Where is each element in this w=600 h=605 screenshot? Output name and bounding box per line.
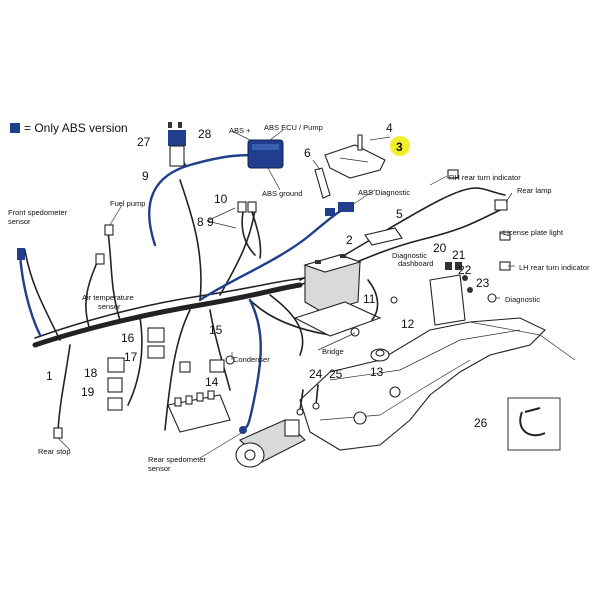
callout-16: 16 <box>121 331 135 345</box>
callout-13: 13 <box>370 365 384 379</box>
label-rear-stop: Rear stop <box>38 447 71 456</box>
label-condenser: Condenser <box>233 355 270 364</box>
screw-12 <box>390 296 398 304</box>
callout-1: 1 <box>46 369 53 383</box>
bridge-terminal <box>350 327 360 337</box>
air-temp-sensor <box>95 253 105 265</box>
ecu-bracket <box>314 134 386 199</box>
label-diag-dashboard-1: Diagnostic <box>392 251 427 260</box>
callout-4: 4 <box>386 121 393 135</box>
label-license-light: License plate light <box>503 228 564 237</box>
callout-8: 8 <box>197 215 204 229</box>
battery-tray <box>293 301 382 337</box>
fuse-box <box>167 390 231 433</box>
callout-28: 28 <box>198 127 212 141</box>
connector-10 <box>237 201 262 259</box>
callout-22: 22 <box>458 263 472 277</box>
legend-text: = Only ABS version <box>24 121 128 135</box>
callout-21: 21 <box>452 248 466 262</box>
label-diagnostic: Diagnostic <box>505 295 540 304</box>
label-front-speedo-1: Front spedometer <box>8 208 68 217</box>
leader-lines <box>57 129 515 459</box>
rear-subframe <box>299 317 576 451</box>
callout-5: 5 <box>396 207 403 221</box>
callout-14: 14 <box>205 375 219 389</box>
callout-25: 25 <box>329 367 343 381</box>
label-abs-diagnostic: ABS Diagnostic <box>358 188 410 197</box>
callout-15: 15 <box>209 323 223 337</box>
rear-connectors <box>447 169 511 303</box>
highlight-marker <box>390 136 410 156</box>
callout-19: 19 <box>81 385 95 399</box>
main-harness <box>24 179 506 431</box>
label-rh-indicator: RH rear turn indicator <box>449 173 521 182</box>
label-air-temp-2: sensor <box>98 302 121 311</box>
front-speedo-sensor <box>17 248 25 260</box>
callout-24: 24 <box>309 367 323 381</box>
abs-fuse-block <box>168 122 186 167</box>
abs-ecu-pump <box>247 139 284 169</box>
callout-9-upper: 9 <box>142 169 149 183</box>
bolts-24-25 <box>296 384 320 416</box>
label-rear-speedo-2: sensor <box>148 464 171 473</box>
callout-10: 10 <box>214 192 228 206</box>
label-abs-ground: ABS ground <box>262 189 302 198</box>
callout-11: 11 <box>363 292 376 306</box>
label-bridge: Bridge <box>322 347 344 356</box>
label-lh-indicator: LH rear turn indicator <box>519 263 590 272</box>
diagnostic-dashboard <box>429 262 473 326</box>
abs-wiring <box>18 133 347 432</box>
callout-17: 17 <box>124 350 138 364</box>
label-front-speedo-2: sensor <box>8 217 31 226</box>
callout-2: 2 <box>346 233 353 247</box>
socket-13 <box>370 348 390 362</box>
fuel-pump-connector <box>104 224 114 236</box>
callout-26: 26 <box>474 416 488 430</box>
labels: ABS + ABS ECU / Pump ABS ground ABS Diag… <box>8 123 590 473</box>
rear-speedo-sensor <box>239 426 247 434</box>
callout-18: 18 <box>84 366 98 380</box>
label-air-temp-1: Air temperature <box>82 293 134 302</box>
label-abs-ecu: ABS ECU / Pump <box>264 123 323 132</box>
label-fuel-pump: Fuel pump <box>110 199 145 208</box>
label-rear-lamp: Rear lamp <box>517 186 552 195</box>
rear-stop-switch <box>53 427 63 439</box>
callout-3: 3 <box>396 140 403 154</box>
label-diag-dashboard-2: dashboard <box>398 259 433 268</box>
callout-23: 23 <box>476 276 490 290</box>
callout-12: 12 <box>401 317 415 331</box>
label-abs-plus: ABS + <box>229 126 251 135</box>
wire-11 <box>367 279 379 321</box>
callout-27: 27 <box>137 135 151 149</box>
relays <box>107 327 225 411</box>
label-rear-speedo-1: Rear spedometer <box>148 455 206 464</box>
part-numbers: 1 2 4 5 6 8 9 9 10 11 12 13 14 15 16 17 … <box>46 121 490 430</box>
abs-diagnostic-plug <box>325 208 335 216</box>
starter-motor <box>235 419 306 468</box>
callout-6: 6 <box>304 146 311 160</box>
abs-diagnostic-connector <box>338 202 354 212</box>
legend-swatch <box>10 123 20 133</box>
plate-5 <box>364 227 403 246</box>
callout-9-lower: 9 <box>207 215 214 229</box>
clamp-26 <box>507 397 561 451</box>
battery <box>303 254 362 313</box>
callout-20: 20 <box>433 241 447 255</box>
